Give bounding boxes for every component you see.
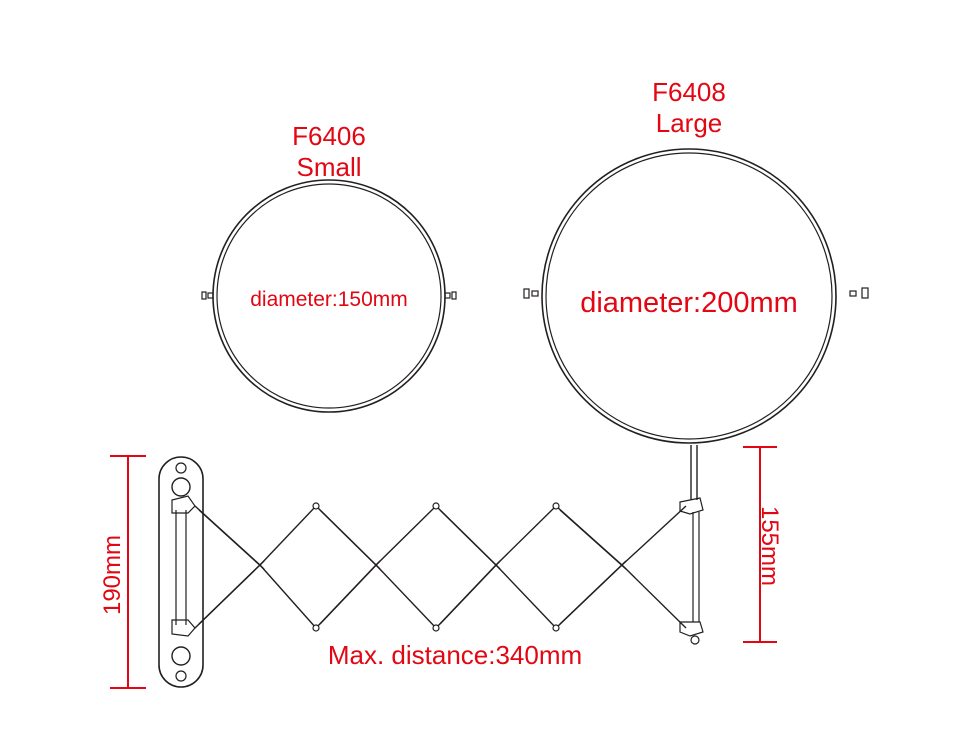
small-mirror-size: Small: [296, 152, 361, 182]
wall-plate-upper-bracket: [171, 495, 196, 514]
small-mirror-left-pivot: [201, 291, 214, 300]
large-mirror: F6408 Large diameter:200mm: [523, 77, 869, 444]
wall-plate-bottom-knob: [171, 646, 191, 666]
mirror-arm-bracket: [679, 445, 704, 645]
max-distance-label: Max. distance:340mm: [328, 640, 582, 670]
small-mirror-diameter: diameter:150mm: [250, 288, 408, 311]
arm-height-dimension: 155mm: [743, 446, 783, 643]
small-mirror: F6406 Small diameter:150mm: [201, 121, 457, 413]
mirror-arm-lower-bracket: [679, 621, 704, 637]
large-mirror-left-pivot: [523, 288, 539, 299]
wall-plate-top-knob: [171, 477, 191, 497]
wall-plate-outline: [158, 456, 204, 688]
large-mirror-inner-rim: [545, 152, 833, 440]
mirror-arm-upper-bracket: [679, 497, 704, 515]
small-mirror-inner-rim: [216, 183, 442, 409]
scissor-arm-joints: [312, 502, 560, 632]
large-mirror-size: Large: [656, 108, 723, 138]
mirror-arm-end-cap: [690, 635, 700, 645]
wall-plate: [158, 456, 204, 688]
small-mirror-model: F6406: [292, 121, 366, 151]
large-mirror-outer-rim: [541, 148, 837, 444]
wall-plate-bottom-screw-hole: [175, 670, 187, 682]
wall-plate-height-label: 190mm: [99, 535, 126, 615]
arm-height-label: 155mm: [756, 506, 783, 586]
large-mirror-diameter: diameter:200mm: [580, 287, 798, 319]
wall-plate-top-screw-hole: [175, 462, 187, 474]
large-mirror-right-pivot: [849, 287, 869, 299]
scissor-arm-parallel-strokes: [198, 509, 627, 625]
large-mirror-model: F6408: [652, 77, 726, 107]
wall-plate-height-dimension: 190mm: [99, 455, 146, 689]
wall-plate-lower-bracket: [171, 619, 196, 637]
small-mirror-right-pivot: [444, 291, 457, 300]
scissor-arm: [194, 502, 687, 632]
